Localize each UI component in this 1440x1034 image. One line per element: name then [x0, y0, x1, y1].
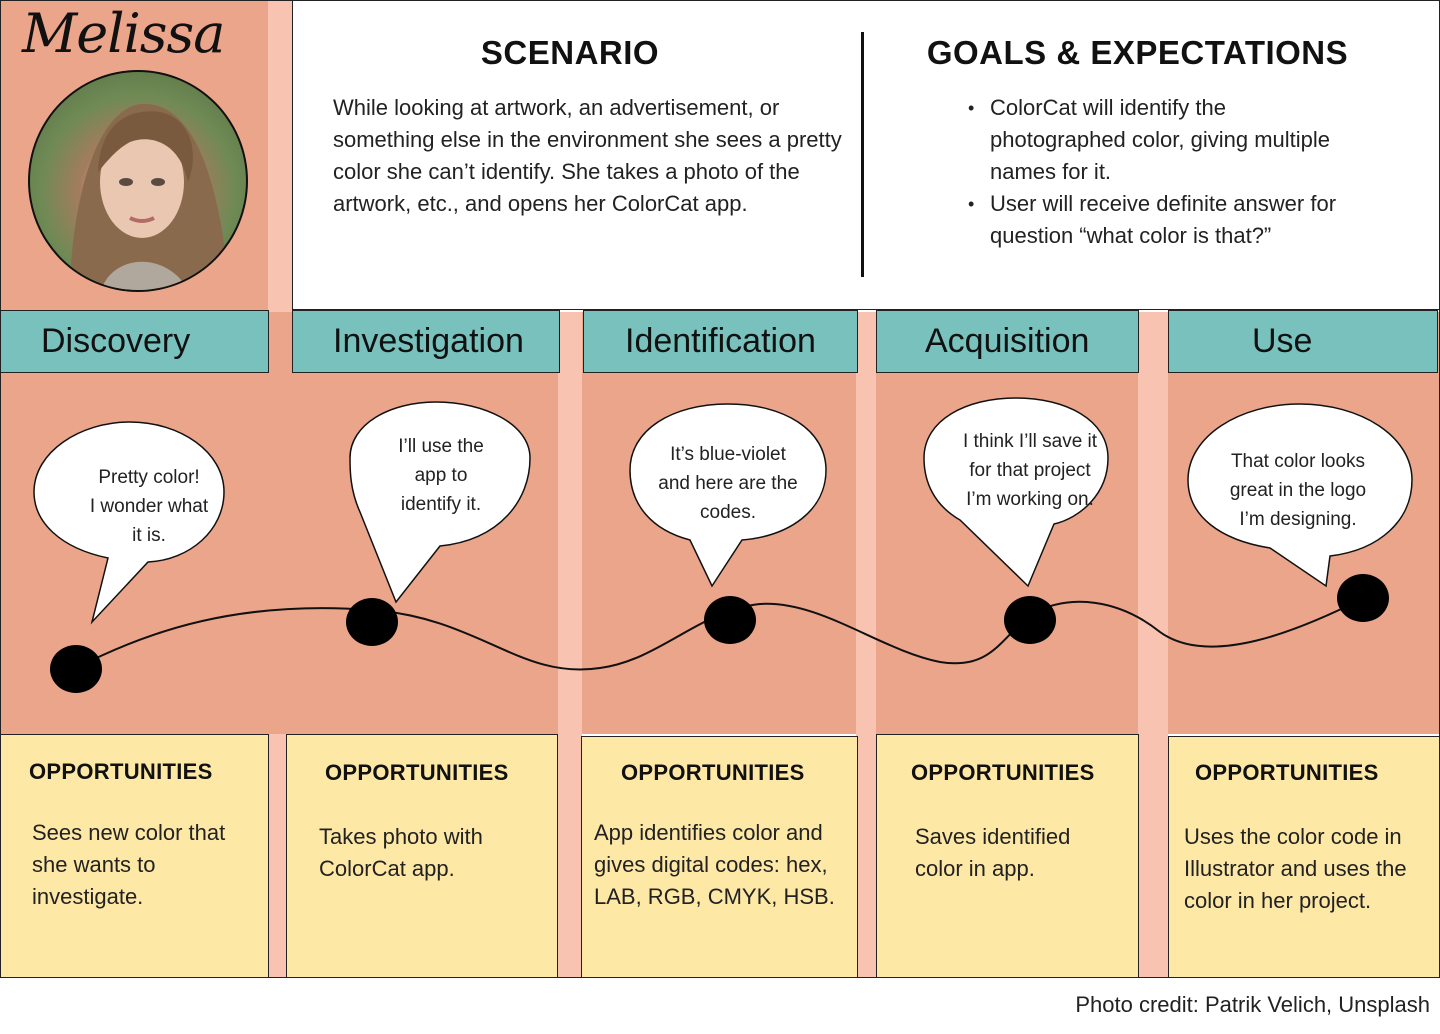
opportunity-card-acquisition: OPPORTUNITIES Saves identified color in …	[876, 734, 1139, 978]
opportunity-card-identification: OPPORTUNITIES App identifies color and g…	[581, 736, 858, 978]
journey-point	[1337, 574, 1389, 622]
opportunity-card-investigation: OPPORTUNITIES Takes photo with ColorCat …	[286, 734, 558, 978]
divider-stripe	[1138, 312, 1168, 978]
scenario-text: While looking at artwork, an advertiseme…	[333, 95, 842, 216]
journey-point	[704, 596, 756, 644]
stage-header-discovery: Discovery	[0, 310, 269, 373]
opportunities-title: OPPORTUNITIES	[911, 760, 1095, 785]
stage-header-use: Use	[1168, 310, 1438, 373]
stage-label: Identification	[625, 322, 816, 360]
avatar-portrait	[70, 103, 230, 290]
opportunities-title: OPPORTUNITIES	[1195, 760, 1379, 785]
opportunities-title: OPPORTUNITIES	[29, 759, 213, 784]
quote-line: I’m working on.	[966, 489, 1094, 510]
goals-title: GOALS & EXPECTATIONS	[926, 34, 1349, 71]
stage-label: Use	[1252, 322, 1313, 360]
quote-line: app to	[414, 465, 468, 486]
quote-line: great in the logo	[1229, 480, 1367, 501]
goal-item: User will receive definite answer for qu…	[968, 188, 1350, 252]
journey-point	[50, 645, 102, 693]
divider-stripe	[558, 312, 582, 978]
quote-line: it is.	[132, 525, 166, 546]
opportunity-text: Sees new color that she wants to investi…	[32, 820, 226, 909]
quote-line: for that project	[969, 460, 1091, 481]
opportunity-text: Uses the color code in Illustrator and u…	[1184, 824, 1407, 913]
persona-name: Melissa	[22, 2, 225, 65]
quote-line: codes.	[700, 502, 756, 523]
quote-line: I’ll use the	[398, 436, 484, 457]
goal-item: ColorCat will identify the photographed …	[968, 92, 1350, 188]
opportunity-text: App identifies color and gives digital c…	[594, 820, 835, 909]
opportunity-text: Takes photo with ColorCat app.	[319, 824, 483, 881]
quote-line: It’s blue-violet	[670, 444, 786, 465]
stage-quote-investigation: I’ll use the app to identify it.	[351, 432, 531, 519]
speech-bubble	[33, 397, 1413, 625]
journey-point	[346, 598, 398, 646]
opportunity-card-use: OPPORTUNITIES Uses the color code in Ill…	[1168, 736, 1440, 978]
divider-stripe	[856, 312, 876, 978]
stage-quote-identification: It’s blue-violet and here are the codes.	[628, 440, 828, 527]
journey-point	[1004, 596, 1056, 644]
stage-label: Acquisition	[925, 322, 1090, 360]
stage-quote-discovery: Pretty color! I wonder what it is.	[49, 463, 249, 550]
quote-line: I wonder what	[89, 496, 209, 517]
quote-line: Pretty color!	[98, 467, 200, 488]
quote-line: I think I’ll save it	[962, 431, 1098, 452]
stage-quote-use: That color looks great in the logo I’m d…	[1193, 447, 1403, 534]
photo-credit: Photo credit: Patrik Velich, Unsplash	[1075, 992, 1430, 1017]
stage-header-identification: Identification	[583, 310, 858, 373]
stage-header-investigation: Investigation	[292, 310, 560, 373]
opportunities-title: OPPORTUNITIES	[325, 760, 509, 785]
opportunities-title: OPPORTUNITIES	[621, 760, 805, 785]
stage-quote-acquisition: I think I’ll save it for that project I’…	[925, 427, 1135, 514]
journey-graphic	[33, 397, 1413, 693]
opportunity-card-discovery: OPPORTUNITIES Sees new color that she wa…	[0, 734, 269, 978]
quote-line: and here are the	[658, 473, 798, 494]
scenario-title: SCENARIO	[480, 34, 660, 71]
quote-line: identify it.	[400, 494, 482, 515]
goals-list: ColorCat will identify the photographed …	[968, 92, 1350, 252]
opportunity-text: Saves identified color in app.	[915, 824, 1071, 881]
quote-line: That color looks	[1230, 451, 1366, 472]
stage-label: Investigation	[333, 322, 524, 360]
quote-line: I’m designing.	[1239, 509, 1357, 530]
stage-label: Discovery	[41, 322, 191, 360]
panel-divider	[861, 32, 864, 277]
stage-header-acquisition: Acquisition	[876, 310, 1139, 373]
persona-avatar	[28, 70, 248, 292]
